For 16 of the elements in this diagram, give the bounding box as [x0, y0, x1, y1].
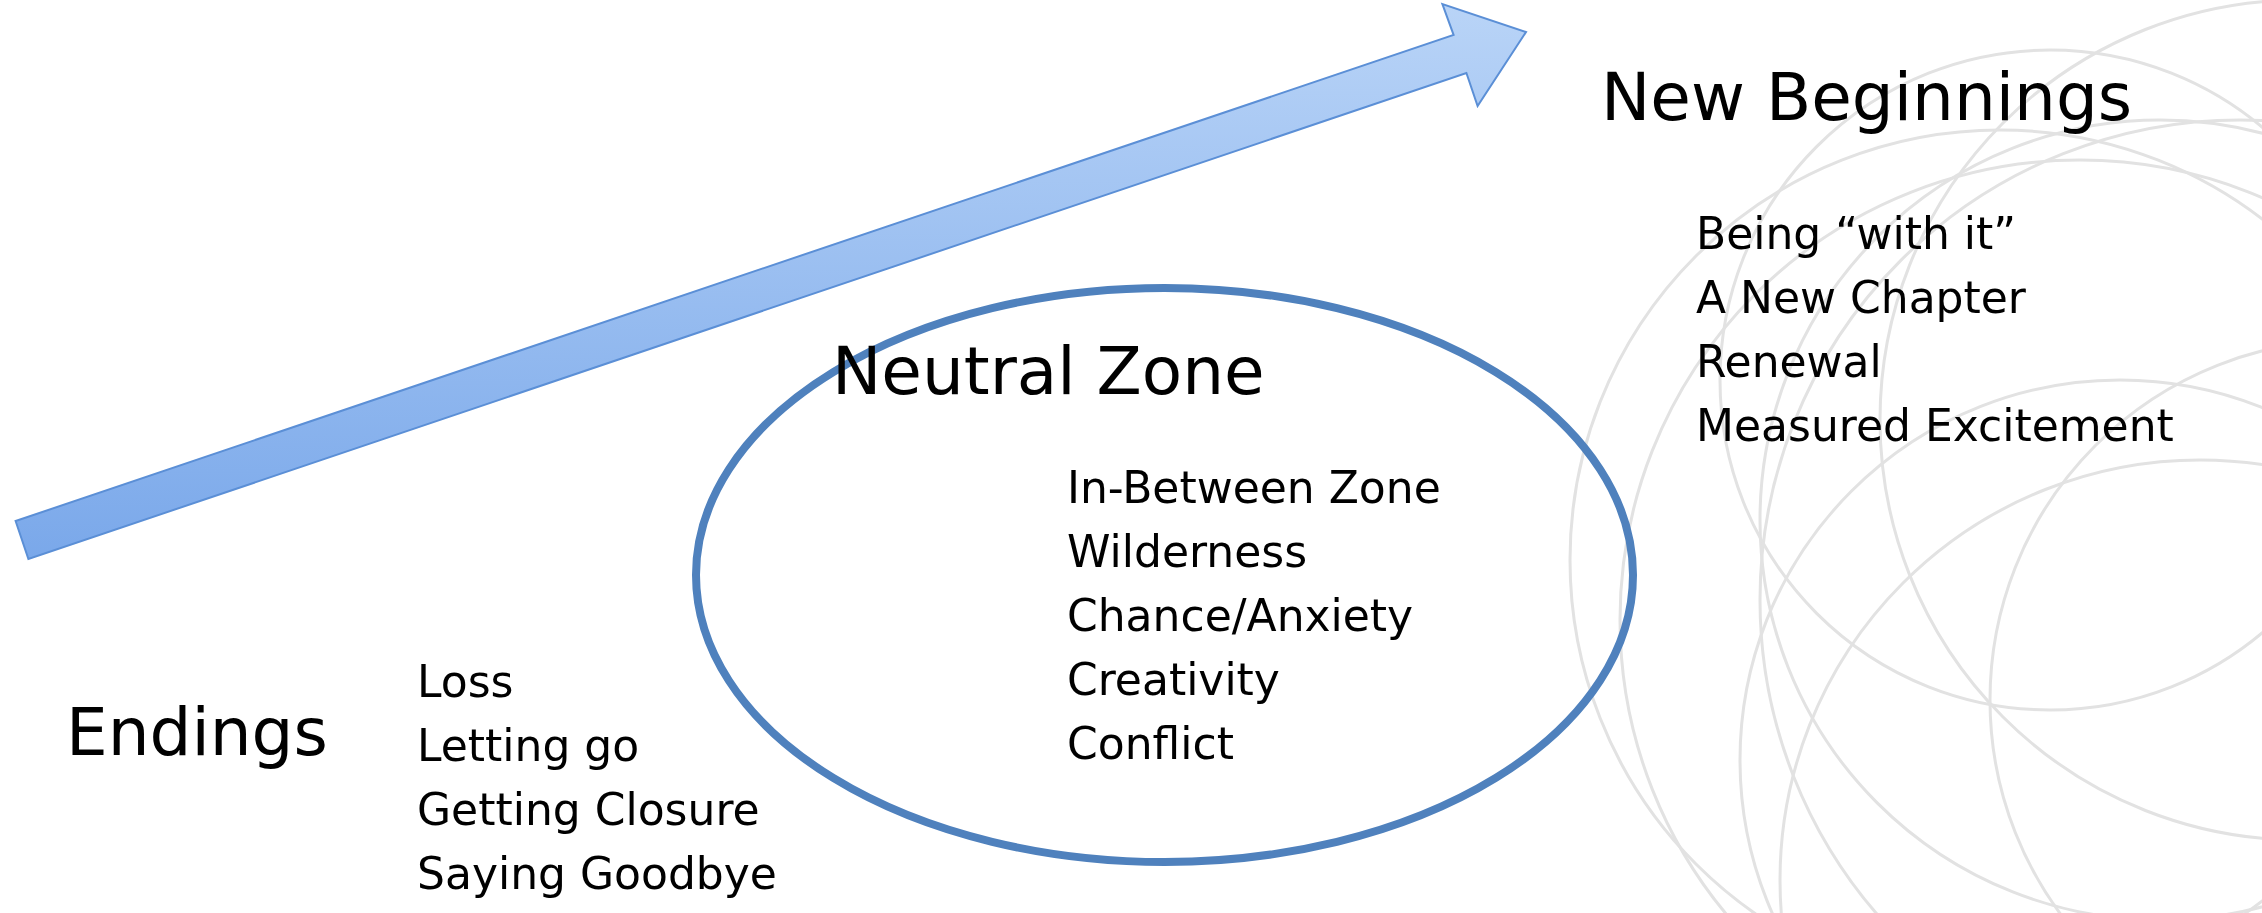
list-item: A New Chapter [1696, 272, 2026, 325]
list-item: Getting Closure [417, 784, 760, 837]
list-item: Letting go [417, 720, 640, 773]
list-item: In-Between Zone [1067, 462, 1441, 515]
list-item: Conflict [1067, 718, 1234, 771]
list-item: Chance/Anxiety [1067, 590, 1414, 643]
list-item: Saying Goodbye [417, 848, 777, 901]
list-item: Renewal [1696, 336, 1882, 389]
list-item: Being “with it” [1696, 208, 2017, 261]
stage-heading: Endings [66, 697, 328, 770]
list-item: Creativity [1067, 654, 1280, 707]
stage-heading: New Beginnings [1601, 62, 2133, 135]
list-item: Loss [417, 656, 514, 709]
list-item: Wilderness [1067, 526, 1308, 579]
list-item: Measured Excitement [1696, 400, 2174, 453]
zone-heading: Neutral Zone [832, 336, 1265, 409]
